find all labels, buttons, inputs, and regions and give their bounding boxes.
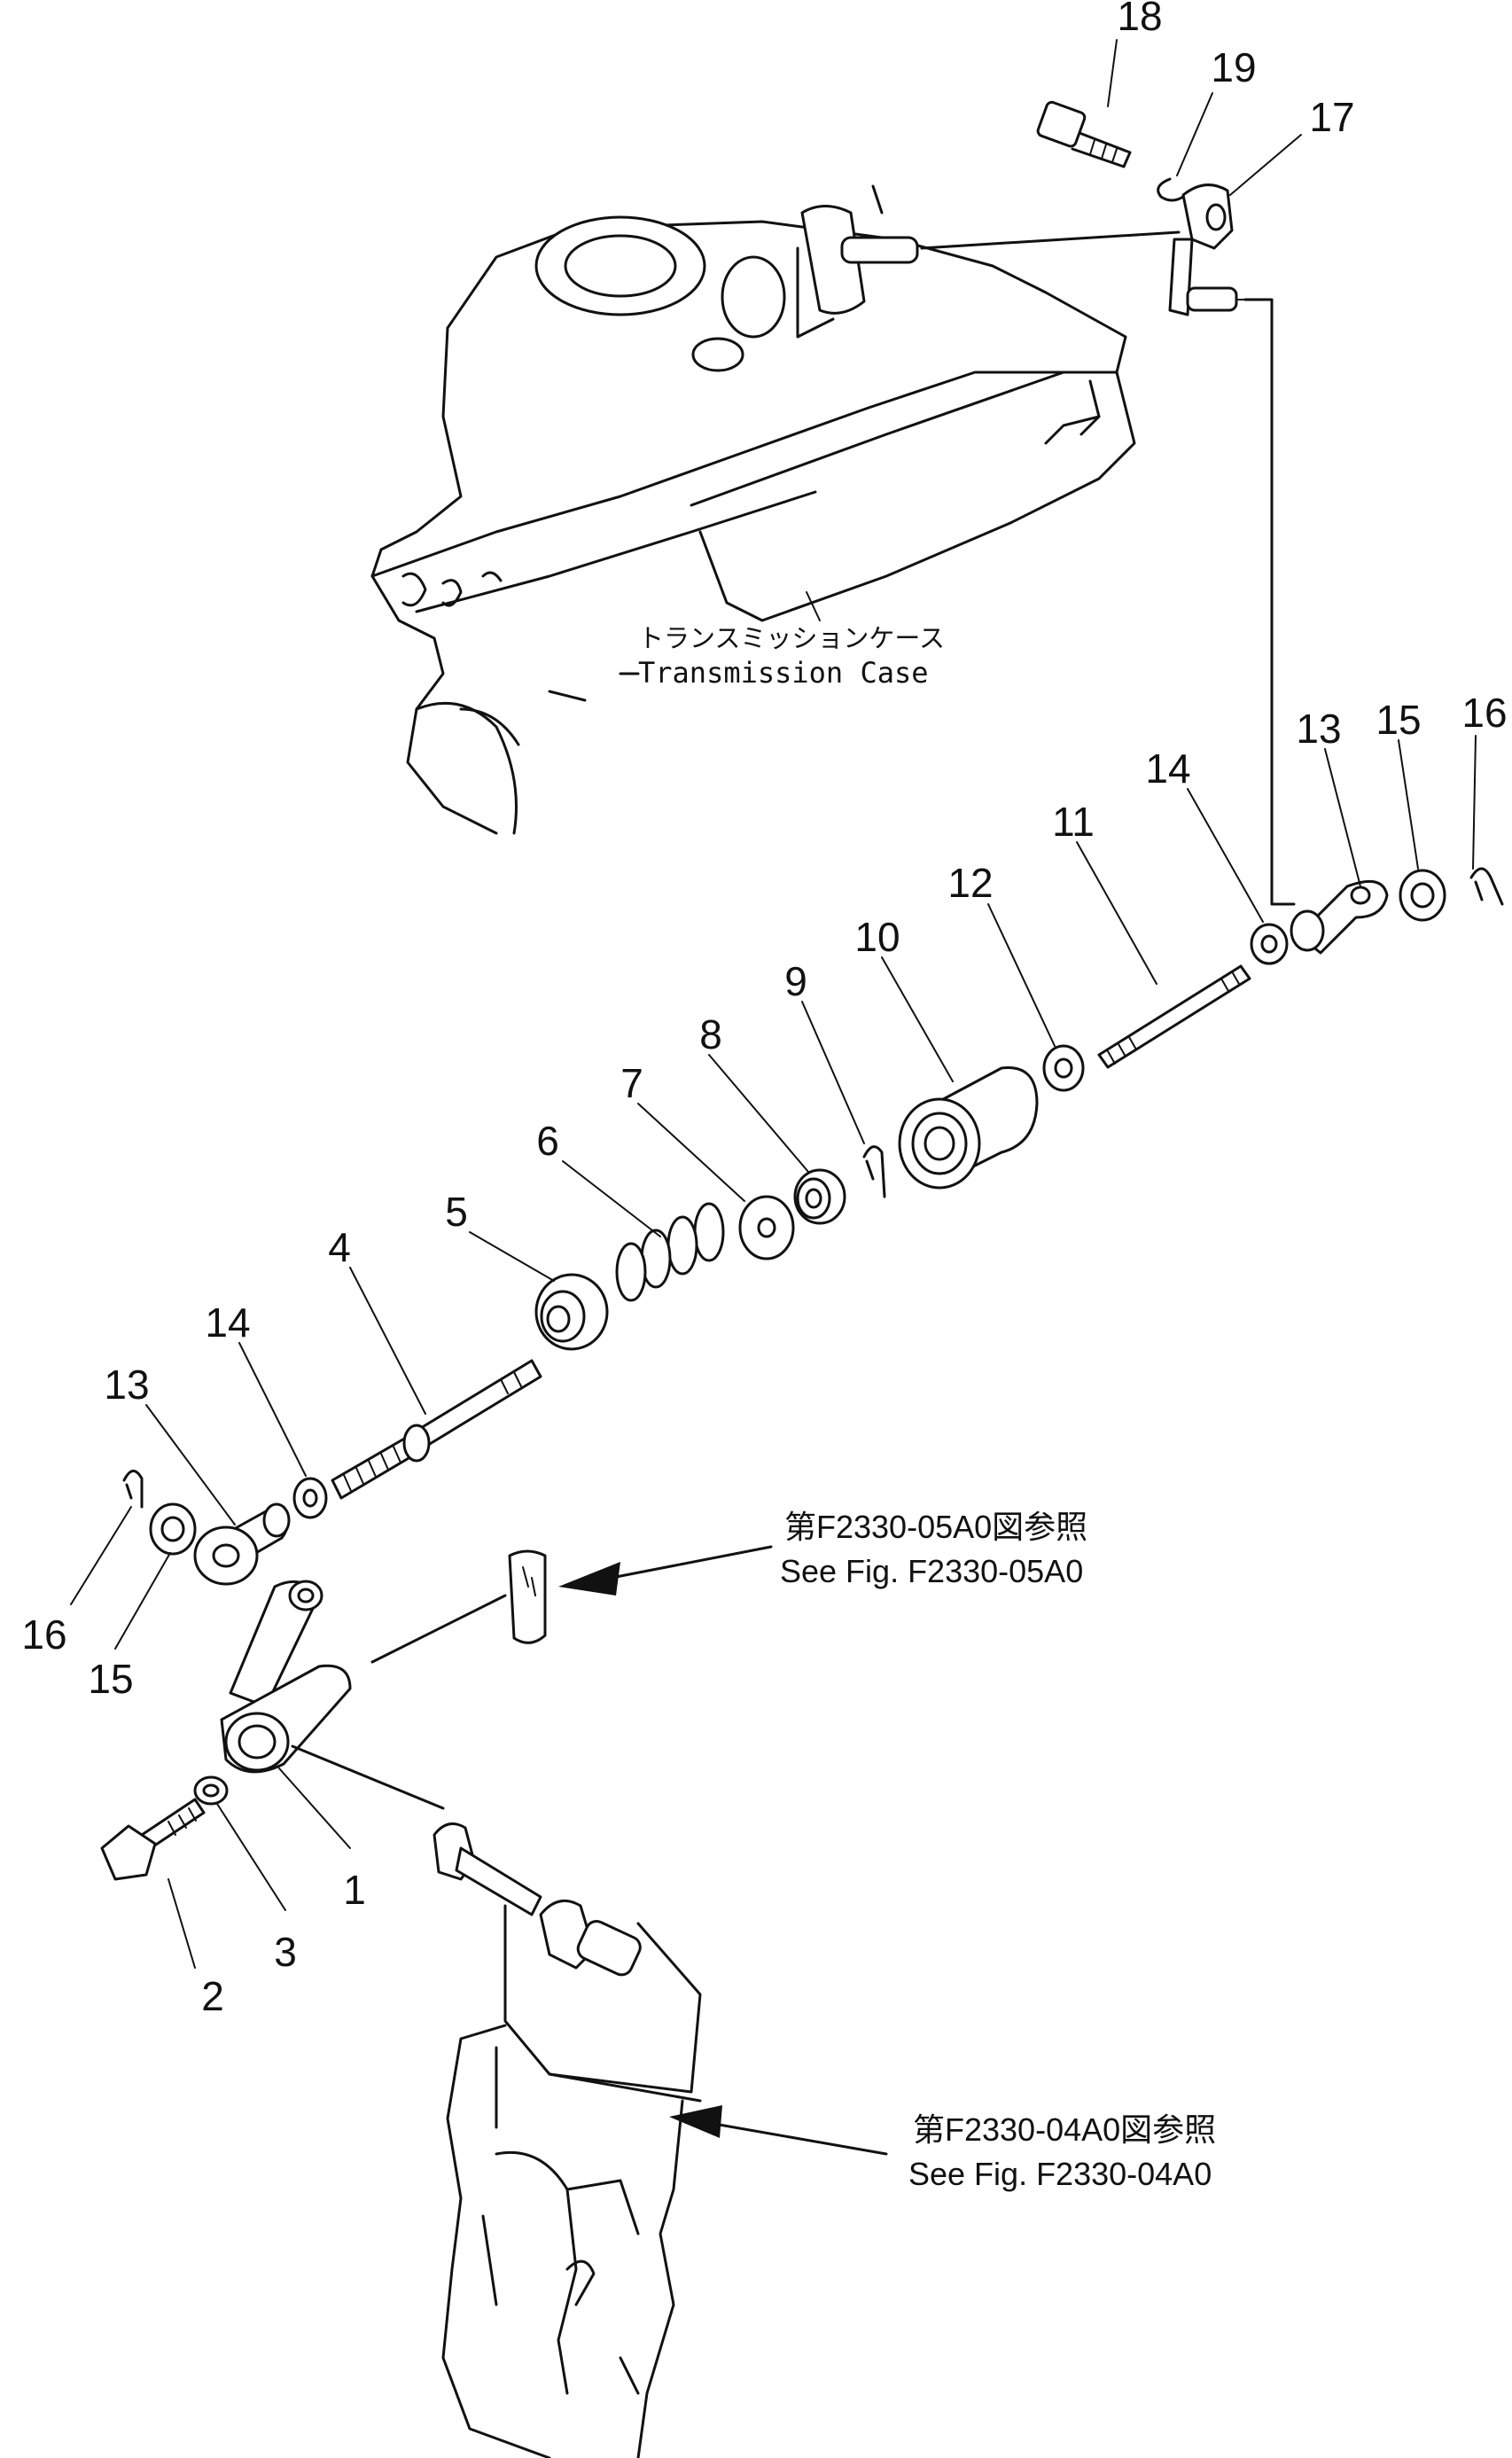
washer-3-icon bbox=[193, 1775, 229, 1806]
rod-4-icon bbox=[331, 1359, 542, 1500]
callout-1: 1 bbox=[343, 1867, 366, 1913]
callout-12: 12 bbox=[947, 860, 993, 906]
callout-5: 5 bbox=[445, 1189, 468, 1235]
callout-numbers: 18 19 17 13 15 16 14 11 12 10 9 8 7 6 5 … bbox=[21, 0, 1507, 2019]
rod-11-icon bbox=[1097, 964, 1251, 1069]
callout-13-right: 13 bbox=[1296, 706, 1341, 752]
nut-12-icon bbox=[1042, 1044, 1085, 1092]
transmission-case-label-jp: トランスミッションケース bbox=[638, 623, 945, 653]
transmission-case-drawing bbox=[370, 184, 1181, 835]
left-joint-set bbox=[122, 1470, 328, 1586]
lower-housing-drawing bbox=[433, 1822, 702, 2458]
bolt-18-icon bbox=[1036, 100, 1132, 168]
callout-13-left: 13 bbox=[104, 1362, 149, 1408]
nut-14-left-icon bbox=[292, 1477, 328, 1519]
nut-15-right-icon bbox=[1399, 869, 1446, 922]
reference-05a0-jp: 第F2330-05A0図参照 bbox=[784, 1509, 1087, 1545]
pin-9-icon bbox=[862, 1145, 886, 1198]
callout-18: 18 bbox=[1117, 0, 1162, 39]
nut-8-icon bbox=[793, 1168, 846, 1225]
lever-1-icon bbox=[220, 1580, 352, 1774]
callout-15-left: 15 bbox=[88, 1656, 133, 1702]
reference-05a0-en: See Fig. F2330-05A0 bbox=[780, 1553, 1083, 1589]
callout-15-right: 15 bbox=[1376, 697, 1421, 743]
rod-end-13-left-icon bbox=[193, 1502, 291, 1586]
callout-16-right: 16 bbox=[1461, 690, 1507, 736]
washer-19-icon bbox=[1157, 177, 1185, 202]
callout-2: 2 bbox=[201, 1973, 224, 2019]
upper-lever-group bbox=[1036, 100, 1296, 906]
lever-17-icon bbox=[1168, 183, 1251, 316]
callout-7: 7 bbox=[620, 1060, 643, 1106]
reference-04a0: 第F2330-04A0図参照 See Fig. F2330-04A0 bbox=[908, 2111, 1216, 2192]
cotter-pin-16-left-icon bbox=[122, 1470, 144, 1509]
reference-arrow-05a0 bbox=[558, 1545, 773, 1596]
nut-15-left-icon bbox=[149, 1502, 197, 1556]
nut-14-right-icon bbox=[1250, 923, 1289, 965]
transmission-case-label-en: Transmission Case bbox=[638, 656, 929, 690]
callout-14-right: 14 bbox=[1145, 745, 1190, 792]
leader-lines bbox=[70, 39, 1477, 1969]
callout-17: 17 bbox=[1309, 94, 1354, 140]
rod-end-13-right-icon bbox=[1290, 879, 1389, 955]
plug-5-icon bbox=[534, 1273, 609, 1351]
cotter-pin-16-right-icon bbox=[1469, 867, 1504, 906]
right-joint-set bbox=[1250, 867, 1504, 965]
callout-19: 19 bbox=[1211, 44, 1256, 90]
callout-10: 10 bbox=[854, 914, 900, 960]
spring-6-icon bbox=[615, 1202, 725, 1302]
transmission-case-caption: トランスミッションケース Transmission Case bbox=[638, 623, 945, 690]
cylinder-10-icon bbox=[898, 1066, 1039, 1190]
callout-6: 6 bbox=[536, 1118, 559, 1164]
washer-7-icon bbox=[738, 1195, 795, 1260]
callout-9: 9 bbox=[784, 958, 807, 1004]
reference-04a0-en: See Fig. F2330-04A0 bbox=[908, 2156, 1212, 2192]
pin-ref-05a0-icon bbox=[370, 1549, 547, 1664]
reference-05a0: 第F2330-05A0図参照 See Fig. F2330-05A0 bbox=[780, 1509, 1087, 1589]
bolt-2-icon bbox=[100, 1798, 206, 1881]
callout-3: 3 bbox=[274, 1929, 297, 1975]
callout-8: 8 bbox=[699, 1011, 722, 1057]
callout-4: 4 bbox=[328, 1224, 351, 1270]
reference-04a0-jp: 第F2330-04A0図参照 bbox=[913, 2111, 1216, 2148]
callout-16-left: 16 bbox=[21, 1611, 66, 1658]
callout-11: 11 bbox=[1052, 799, 1095, 845]
reference-arrow-04a0 bbox=[669, 2105, 888, 2156]
callout-14-left: 14 bbox=[205, 1299, 250, 1346]
